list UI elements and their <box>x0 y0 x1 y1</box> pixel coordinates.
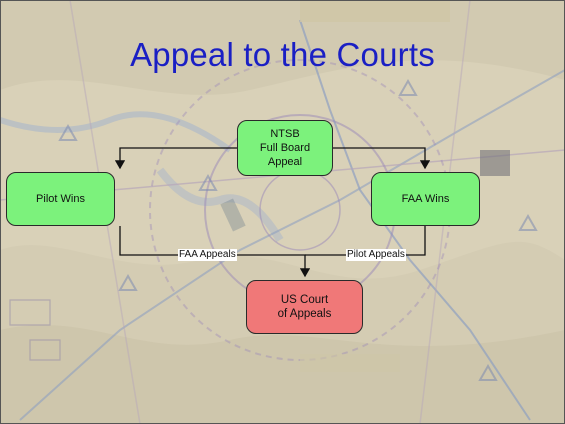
connector-ntsb-to-pilot <box>114 147 237 170</box>
court-line-1: US Court <box>280 294 329 306</box>
connector-ntsb-to-faa <box>333 147 431 170</box>
pilot-wins-label: Pilot Wins <box>36 193 85 205</box>
pilot-wins-node: Pilot Wins <box>6 172 115 226</box>
slide-title: Appeal to the Courts <box>130 36 435 73</box>
pilot-appeals-label: Pilot Appeals <box>346 249 406 261</box>
faa-wins-node: FAA Wins <box>371 172 480 226</box>
ntsb-line-1: NTSB <box>270 128 300 140</box>
ntsb-line-2: Full Board <box>259 142 311 154</box>
ntsb-line-3: Appeal <box>267 156 303 168</box>
ntsb-full-board-appeal-node: NTSB Full Board Appeal <box>237 120 333 176</box>
court-line-2: of Appeals <box>277 308 332 320</box>
faa-appeals-label: FAA Appeals <box>178 249 237 261</box>
faa-wins-label: FAA Wins <box>401 193 450 205</box>
us-court-of-appeals-node: US Court of Appeals <box>246 280 363 334</box>
connector-faa-to-court <box>305 226 426 256</box>
